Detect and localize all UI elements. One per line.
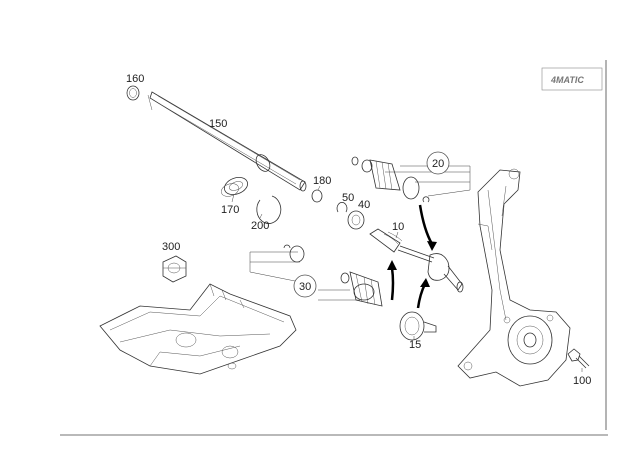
- label-150: 150: [209, 118, 227, 130]
- steering-knuckle: [457, 168, 571, 387]
- boot-kit-30[interactable]: [249, 244, 383, 307]
- diagram-frame: [60, 60, 608, 436]
- part-180-ring[interactable]: [311, 189, 323, 203]
- label-100: 100: [573, 375, 591, 387]
- label-50: 50: [342, 192, 354, 204]
- label-200: 200: [251, 220, 269, 232]
- label-180: 180: [313, 175, 331, 187]
- 4matic-logo: 4MATIC: [541, 67, 603, 91]
- part-150-shaft[interactable]: [147, 91, 307, 192]
- group-badge-30[interactable]: 30: [293, 274, 317, 298]
- part-100-bolt[interactable]: [567, 348, 590, 369]
- part-50-snap-ring[interactable]: [336, 202, 348, 213]
- svg-text:4MATIC: 4MATIC: [550, 75, 584, 85]
- boot-kit-20[interactable]: [351, 156, 471, 203]
- assembly-arrows: [387, 204, 437, 309]
- label-15: 15: [409, 339, 421, 351]
- part-10-drive-shaft[interactable]: [369, 228, 464, 293]
- part-40-washer[interactable]: [347, 210, 365, 230]
- label-160: 160: [126, 73, 144, 85]
- label-10: 10: [392, 221, 404, 233]
- transmission-housing: [99, 283, 297, 375]
- label-leaders: [231, 185, 583, 372]
- label-40: 40: [358, 199, 370, 211]
- badge-30-label: 30: [299, 281, 311, 293]
- part-15-joint[interactable]: [399, 311, 437, 341]
- part-200-circlip[interactable]: [256, 195, 282, 224]
- part-labels: 160 150 180 170 200 50 40 10 300 15 100: [126, 73, 591, 387]
- part-170-seal[interactable]: [219, 174, 250, 198]
- part-300-nut[interactable]: [162, 255, 187, 283]
- part-160-ring[interactable]: [126, 85, 140, 101]
- label-170: 170: [221, 204, 239, 216]
- badge-20-label: 20: [432, 158, 444, 170]
- group-badge-20[interactable]: 20: [426, 151, 450, 175]
- label-300: 300: [162, 241, 180, 253]
